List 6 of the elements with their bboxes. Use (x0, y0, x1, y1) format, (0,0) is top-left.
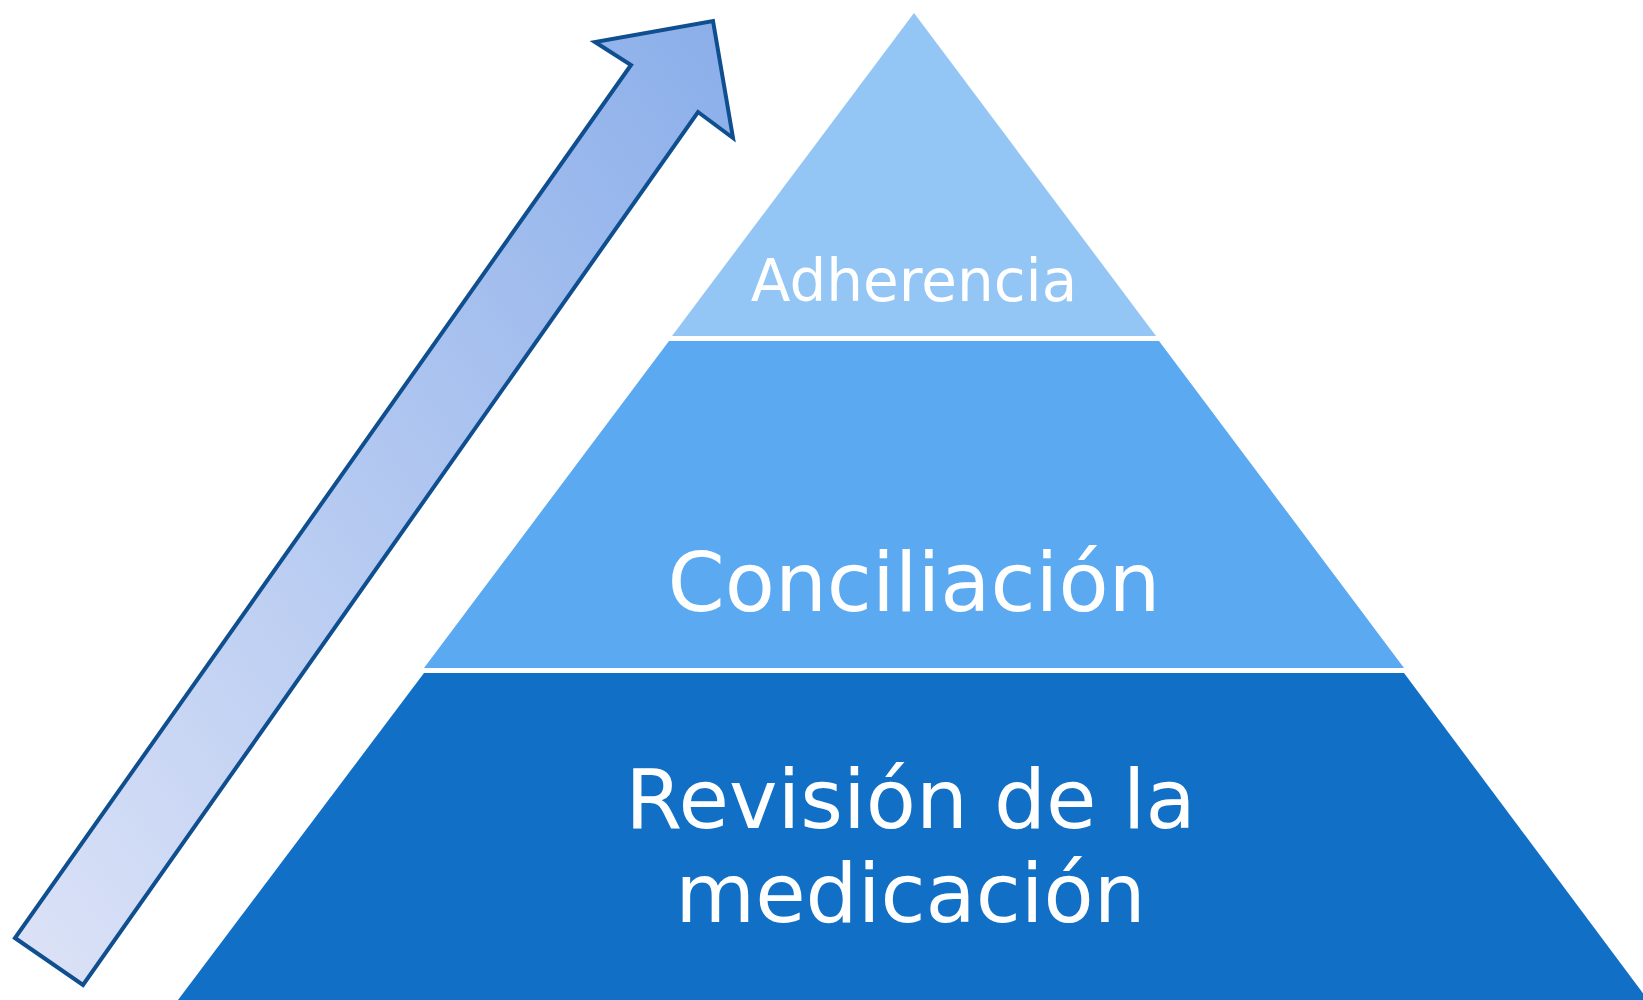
layer-label: Revisión de la medicación (624, 753, 1197, 942)
pyramid-middle-layer (424, 341, 1404, 668)
layer-label: Adherencia (749, 248, 1079, 315)
pyramid-bottom-layer (178, 673, 1643, 1000)
layer-label: Conciliación (666, 536, 1162, 631)
pyramid-top-layer (672, 13, 1156, 336)
